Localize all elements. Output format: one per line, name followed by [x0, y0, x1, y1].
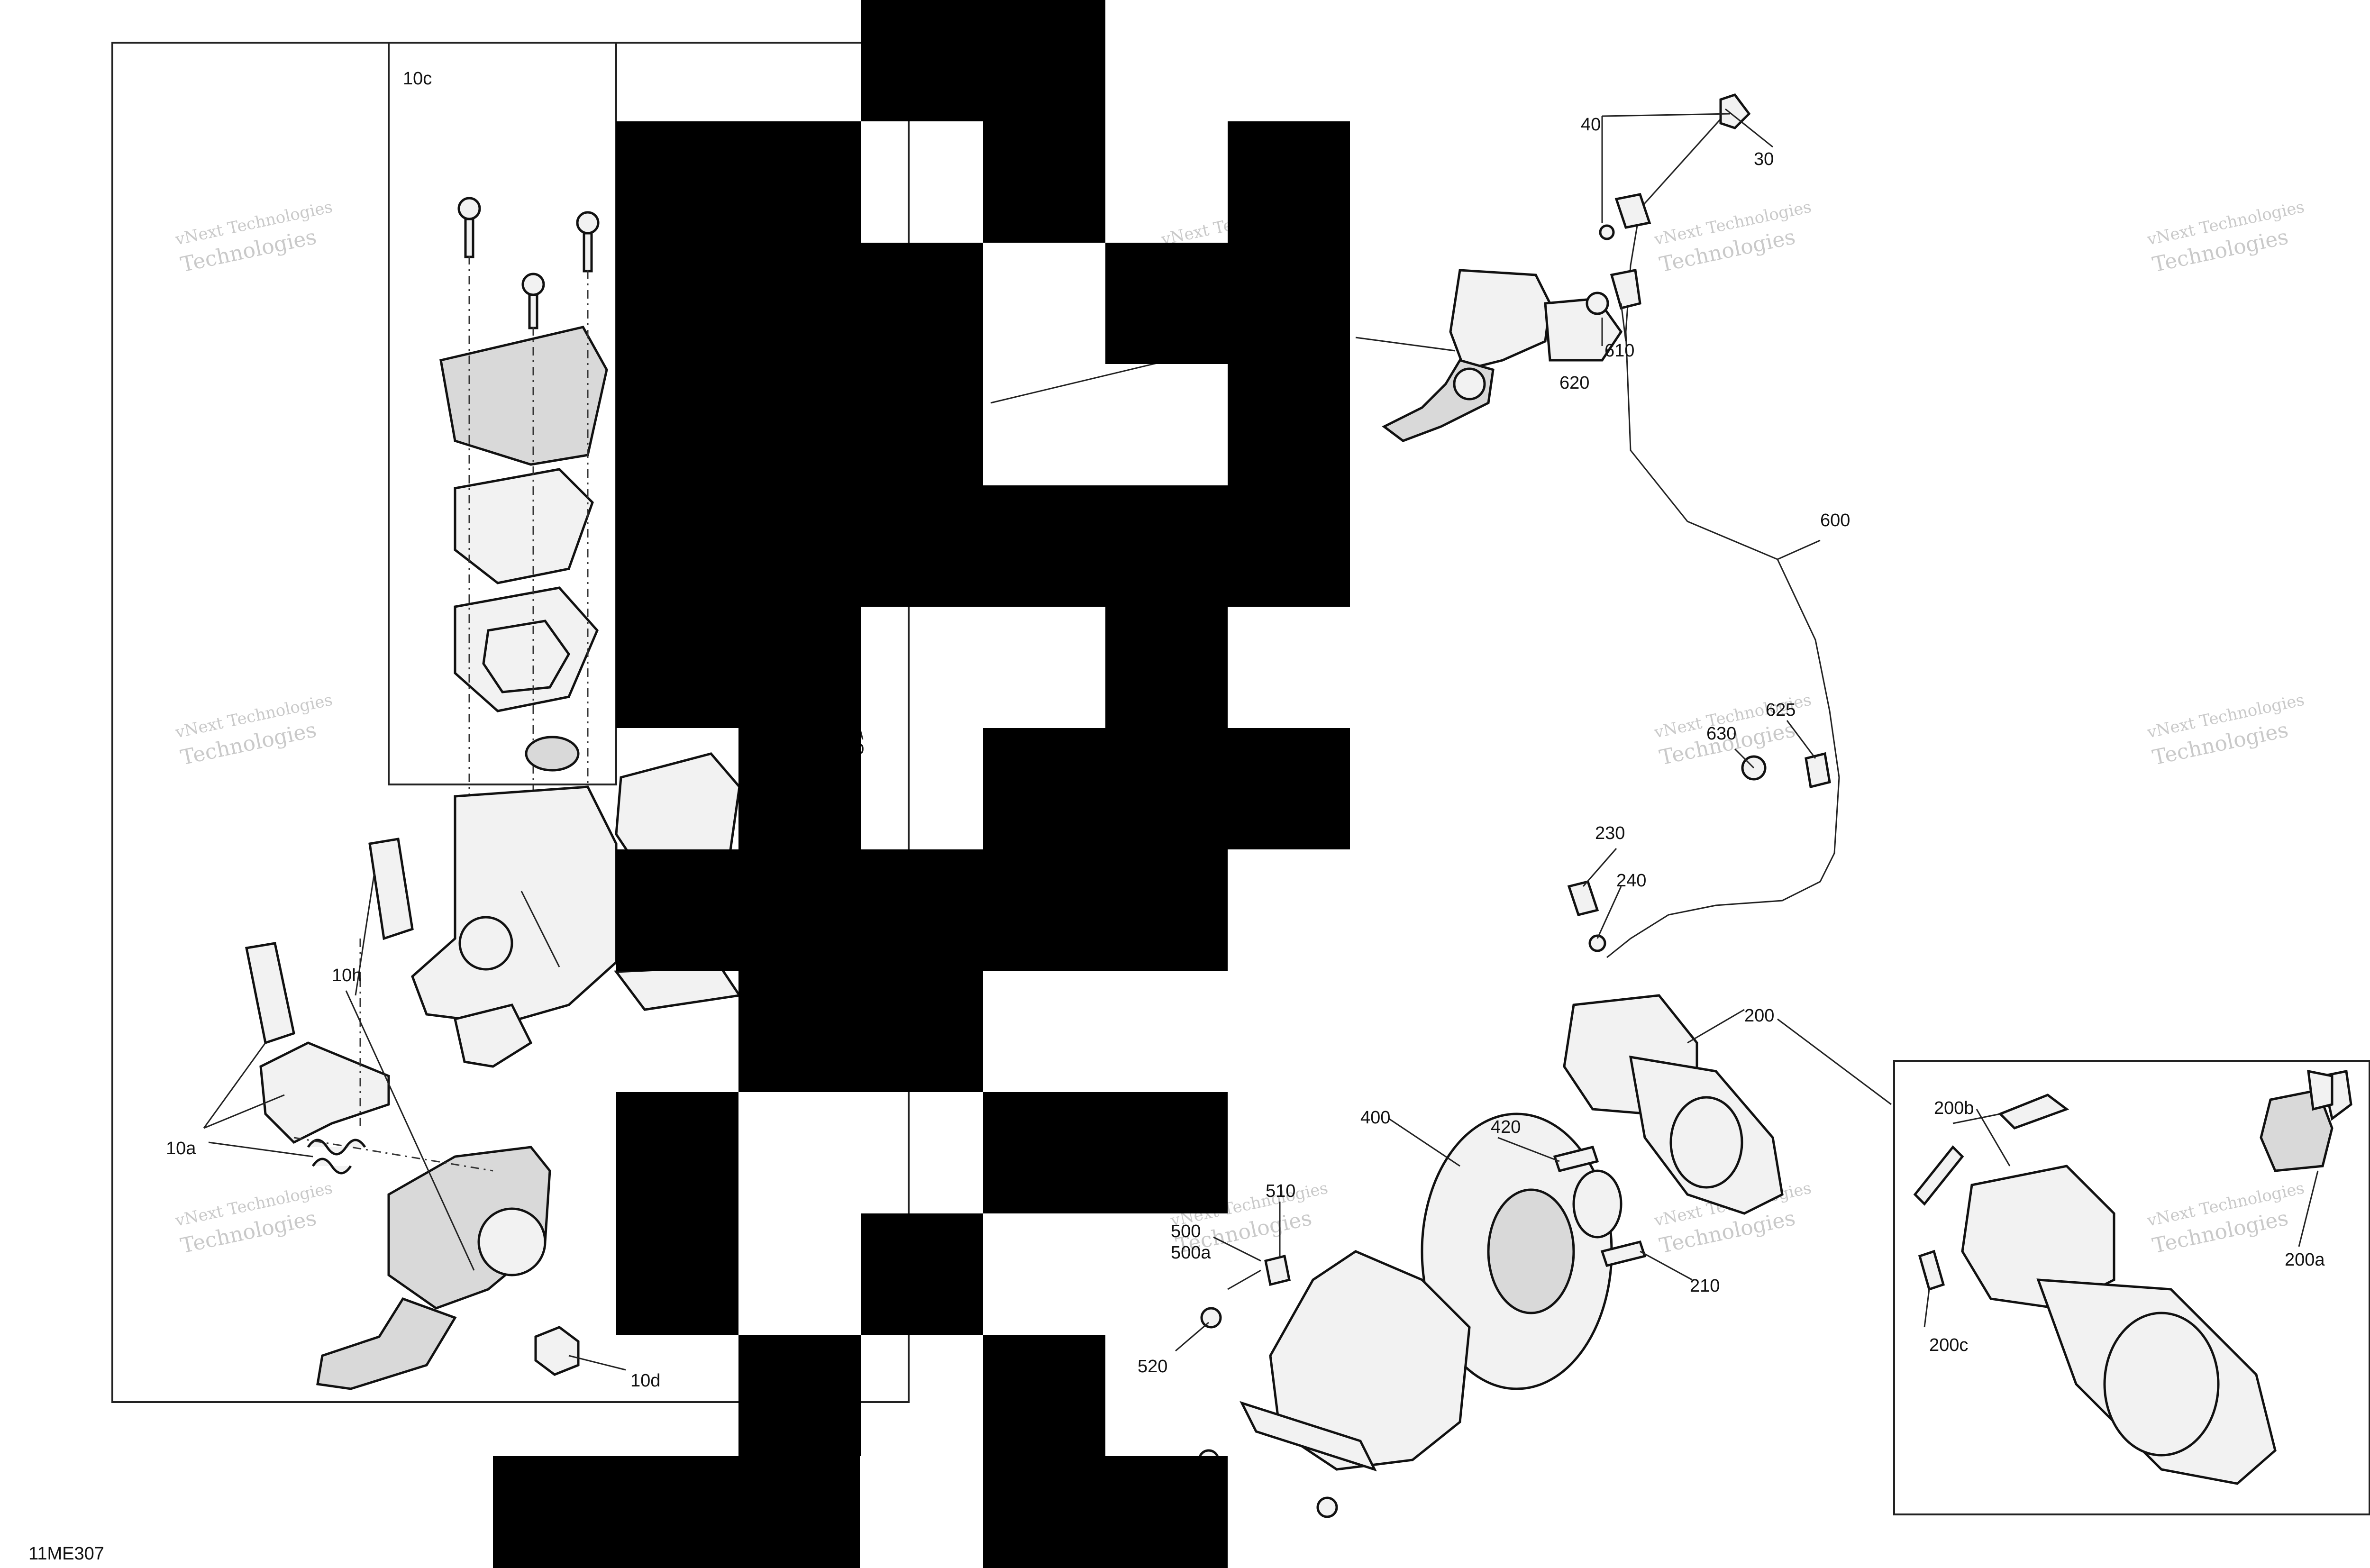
hose-fitting-upper: [1614, 193, 1651, 229]
redaction-block: [861, 0, 1105, 121]
disc-guard: [1269, 1250, 1471, 1471]
redaction-block: [983, 1456, 1228, 1568]
brake-hose: [1606, 113, 1840, 958]
caliper-bleeder: [1918, 1249, 1945, 1291]
diaphragm-bellows: [482, 620, 570, 693]
master-cylinder-assembly: [1449, 269, 1551, 371]
redaction-block: [1105, 607, 1228, 728]
watermark: vNext Technologies Technologies: [173, 1178, 334, 1258]
redaction-block: [738, 728, 861, 849]
brake-disc-hub: [1487, 1188, 1575, 1314]
callout-630: 630: [1706, 724, 1736, 744]
callout-200c: 200c: [1929, 1335, 1968, 1355]
callout-30: 30: [1754, 149, 1774, 169]
master-cylinder-body: [411, 785, 618, 1025]
bleeder-cap: [1588, 934, 1606, 952]
callout-210: 210: [1690, 1276, 1720, 1296]
sight-glass: [525, 736, 580, 772]
master-cylinder-port: [458, 916, 513, 971]
redaction-block: [861, 243, 983, 485]
redaction-block: [616, 1092, 738, 1335]
redaction-block: [983, 121, 1105, 243]
redaction-block: [1228, 728, 1350, 849]
bleeder-screw: [1567, 880, 1599, 916]
pad-retaining-clip: [1998, 1094, 2069, 1130]
master-cylinder-outlet: [454, 1003, 533, 1068]
pad-pin: [1913, 1145, 1964, 1206]
reservoir-cover-plate: [454, 468, 594, 584]
caliper-bolt-upper: [1553, 1146, 1599, 1172]
watermark: vNext Technologies Technologies: [173, 690, 334, 770]
inset-label-10c: 10c: [403, 69, 432, 89]
redaction-block: [1228, 121, 1350, 243]
watermark: vNext Technologies Technologies: [2145, 690, 2306, 770]
redaction-block: [861, 1213, 983, 1335]
detail-bracket-ear: [2307, 1069, 2334, 1111]
callout-500a: 500a: [1171, 1243, 1211, 1263]
redaction-block: [983, 1335, 1105, 1456]
callout-420: 420: [1491, 1117, 1521, 1137]
return-spring: [307, 1139, 366, 1175]
hose-clip-nut: [1586, 292, 1609, 315]
caliper-bracket-hole: [1669, 1096, 1743, 1189]
disc-oring: [1572, 1169, 1623, 1239]
caliper-detail-inset-frame: [1893, 1060, 2370, 1515]
lever-adjuster: [477, 1207, 547, 1276]
redaction-block: [861, 485, 1228, 607]
callout-600: 600: [1820, 511, 1850, 530]
reservoir-cover-screws: [457, 197, 600, 329]
redaction-block: [983, 728, 1228, 849]
callout-10d: 10d: [630, 1371, 660, 1391]
callout-620: 620: [1559, 373, 1589, 393]
watermark: vNext Technologies Technologies: [1652, 197, 1813, 277]
guard-screw: [1264, 1254, 1291, 1286]
callout-625: 625: [1766, 700, 1796, 720]
guard-nut-3: [1316, 1496, 1338, 1518]
master-cylinder-lower-clamp: [614, 966, 742, 1011]
callout-200a: 200a: [2285, 1250, 2325, 1270]
redaction-block: [738, 971, 983, 1092]
watermark: vNext Technologies Technologies: [2145, 197, 2306, 277]
hose-support-clip: [1805, 752, 1831, 789]
banjo-bolt-top: [1719, 93, 1751, 129]
detail-bracket-hole: [2103, 1312, 2220, 1457]
redaction-overlay: [493, 0, 1350, 1568]
watermark: vNext Technologies Technologies: [2145, 1178, 2306, 1258]
redaction-block: [1105, 243, 1350, 364]
callout-610: 610: [1604, 341, 1634, 361]
pivot-bolt: [368, 838, 414, 940]
redaction-block: [1228, 364, 1350, 607]
caliper-bolt-lower: [1600, 1240, 1647, 1267]
hose-clip: [1610, 269, 1641, 310]
callout-200: 200: [1744, 1006, 1774, 1026]
callout-10a: 10a: [166, 1139, 196, 1158]
redaction-block: [493, 1456, 860, 1568]
handlebar-clamp: [615, 752, 741, 864]
figure-code: 11ME307: [28, 1544, 104, 1564]
callout-510: 510: [1266, 1181, 1295, 1201]
reservoir-cover: [439, 326, 608, 466]
redaction-block: [616, 849, 1228, 971]
watermark: vNext Technologies Technologies: [173, 197, 334, 277]
mc-lever-adjuster: [1453, 367, 1486, 401]
callout-40: 40: [1581, 115, 1601, 135]
redaction-block: [983, 1092, 1228, 1213]
callout-400: 400: [1360, 1108, 1390, 1128]
inset-label-200b: 200b: [1934, 1098, 1974, 1118]
crush-washer-top: [1599, 224, 1615, 240]
redaction-block: [738, 1335, 861, 1456]
guard-nut-1: [1200, 1307, 1222, 1329]
lever-nut: [534, 1326, 580, 1376]
brake-switch-screw: [245, 942, 295, 1045]
callout-520: 520: [1138, 1357, 1167, 1377]
redaction-block: [616, 121, 861, 728]
brake-lever-blade: [316, 1297, 457, 1390]
lever-guard: [259, 1041, 390, 1144]
disc-guard-bracket: [1240, 1401, 1377, 1472]
callout-230: 230: [1595, 823, 1625, 843]
callout-240: 240: [1616, 871, 1646, 891]
callout-10h: 10h: [332, 966, 362, 985]
callout-500: 500: [1171, 1222, 1201, 1241]
